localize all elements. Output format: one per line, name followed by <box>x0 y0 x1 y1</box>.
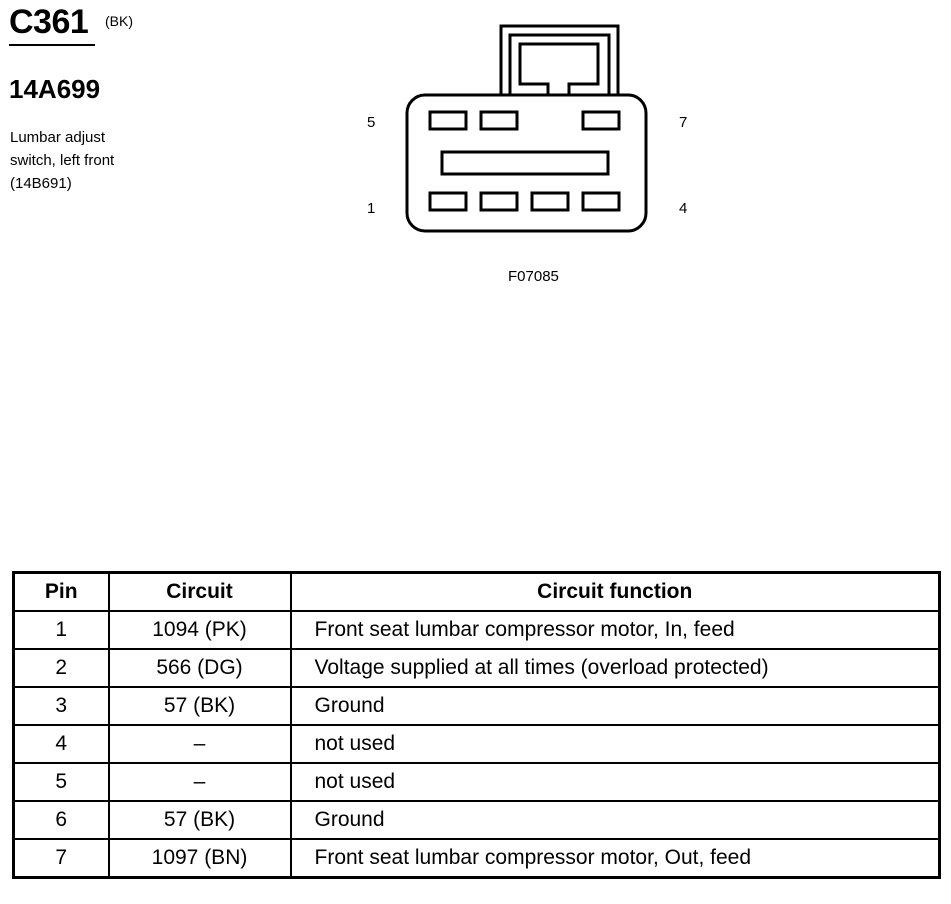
table-header-row: Pin Circuit Circuit function <box>12 571 941 612</box>
function-cell: Front seat lumbar compressor motor, Out,… <box>289 838 941 879</box>
table-row: 2 566 (DG) Voltage supplied at all times… <box>12 648 941 688</box>
pin-label-bottom-right: 4 <box>679 200 688 217</box>
pin-cell: 5 <box>12 762 110 802</box>
description-line-2: switch, left front <box>10 152 115 169</box>
connector-id: C361 <box>9 3 89 41</box>
pin-cell: 7 <box>12 838 110 879</box>
connector-face-diagram <box>405 24 648 233</box>
circuit-cell: – <box>107 762 292 802</box>
circuit-cell: 57 (BK) <box>107 800 292 840</box>
circuit-cell: 57 (BK) <box>107 686 292 726</box>
function-cell: Ground <box>289 800 941 840</box>
circuit-cell: 1097 (BN) <box>107 838 292 879</box>
pin-cell: 1 <box>12 610 110 650</box>
key-slot <box>440 150 610 176</box>
figure-code: F07085 <box>508 268 559 285</box>
circuit-cell: – <box>107 724 292 764</box>
pinout-table: Pin Circuit Circuit function 1 1094 (PK)… <box>12 571 941 879</box>
function-cell: not used <box>289 762 941 802</box>
terminal-cavity <box>428 191 468 212</box>
pin-cell: 2 <box>12 648 110 688</box>
description-line-3: (14B691) <box>10 175 72 192</box>
header-circuit-function: Circuit function <box>289 571 941 612</box>
pin-label-top-right: 7 <box>679 114 688 131</box>
pin-cell: 4 <box>12 724 110 764</box>
function-cell: not used <box>289 724 941 764</box>
description-line-1: Lumbar adjust <box>10 129 106 146</box>
pin-cell: 6 <box>12 800 110 840</box>
pin-cell: 3 <box>12 686 110 726</box>
header-pin: Pin <box>12 571 110 612</box>
part-number: 14A699 <box>9 74 101 104</box>
terminal-cavity <box>428 110 468 131</box>
pin-label-top-left: 5 <box>367 114 376 131</box>
locking-tab-outer <box>499 24 620 95</box>
circuit-cell: 566 (DG) <box>107 648 292 688</box>
table-row: 3 57 (BK) Ground <box>12 686 941 726</box>
component-description: Lumbar adjust switch, left front (14B691… <box>10 126 190 195</box>
table-row: 7 1097 (BN) Front seat lumbar compressor… <box>12 838 941 879</box>
pin-label-bottom-left: 1 <box>367 200 376 217</box>
table-row: 4 – not used <box>12 724 941 764</box>
locking-tab-inner <box>508 33 611 95</box>
terminal-cavity <box>581 191 621 212</box>
table-row: 6 57 (BK) Ground <box>12 800 941 840</box>
terminal-cavity <box>530 191 570 212</box>
circuit-cell: 1094 (PK) <box>107 610 292 650</box>
table-row: 1 1094 (PK) Front seat lumbar compressor… <box>12 610 941 650</box>
function-cell: Front seat lumbar compressor motor, In, … <box>289 610 941 650</box>
function-cell: Ground <box>289 686 941 726</box>
function-cell: Voltage supplied at all times (overload … <box>289 648 941 688</box>
header-circuit: Circuit <box>107 571 292 612</box>
terminal-cavity <box>581 110 621 131</box>
terminal-cavity <box>479 191 519 212</box>
table-row: 5 – not used <box>12 762 941 802</box>
connector-color: (BK) <box>105 13 133 29</box>
terminal-cavity <box>479 110 519 131</box>
connector-id-underline <box>9 44 95 46</box>
latch <box>518 42 600 95</box>
